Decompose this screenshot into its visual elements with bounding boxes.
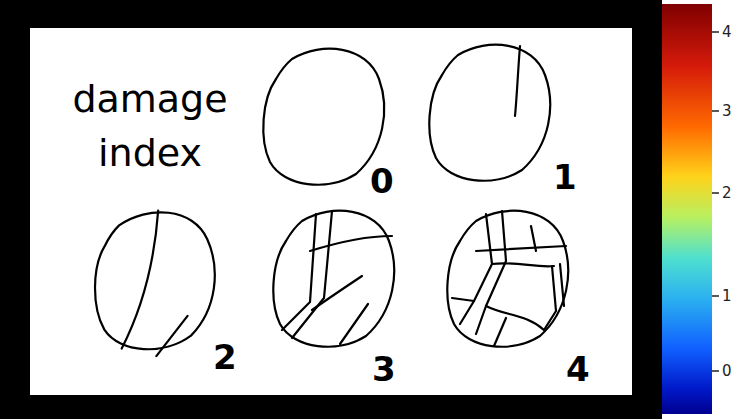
scale-number: 0 bbox=[722, 363, 732, 379]
scale-number: 3 bbox=[722, 103, 732, 119]
color-bar bbox=[662, 4, 712, 414]
damage-number: 3 bbox=[372, 352, 396, 386]
title-text: damage index bbox=[55, 72, 245, 180]
scale-number: 1 bbox=[722, 288, 732, 304]
damage-number: 0 bbox=[370, 164, 394, 198]
scale-number: 2 bbox=[722, 185, 732, 201]
scale-number: 4 bbox=[722, 24, 732, 40]
damage-number: 1 bbox=[553, 160, 577, 194]
damage-number: 4 bbox=[566, 352, 590, 386]
damage-number: 2 bbox=[213, 340, 237, 374]
